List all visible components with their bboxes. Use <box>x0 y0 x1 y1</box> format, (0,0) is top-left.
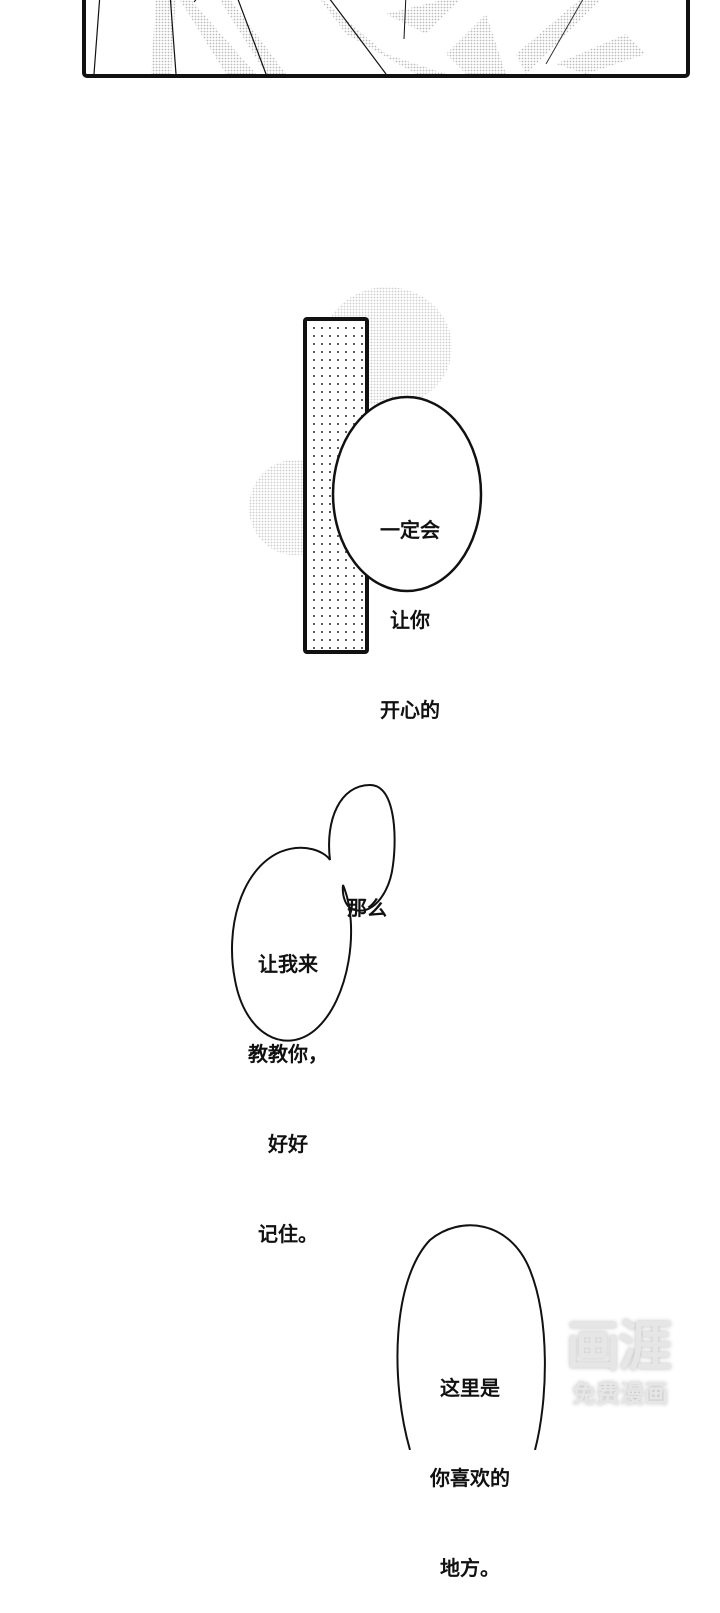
speech-bubble-oval <box>331 395 483 593</box>
manga-panel-top <box>82 0 690 78</box>
bubble-1-line-2: 让你 <box>390 608 430 632</box>
speech-bubble-joined <box>231 783 396 1042</box>
bubble-3-line-3: 好好 <box>268 1132 308 1156</box>
bubble-4-line-1: 这里是 <box>440 1376 500 1400</box>
bubble-3-line-1: 让我来 <box>258 952 318 976</box>
bubble-2-text: 那么 <box>337 833 397 953</box>
leaf-artwork <box>93 0 646 74</box>
speech-bubble-tall <box>396 1224 546 1450</box>
bubble-3-line-4: 记住。 <box>258 1222 318 1246</box>
bubble-3-text: 让我来 教教你， 好好 记住。 <box>238 889 338 1279</box>
bubble-1-line-3: 开心的 <box>380 698 440 722</box>
bubble-4-line-3: 地方。 <box>440 1556 500 1580</box>
bubble-4-text: 这里是 你喜欢的 地方。 <box>415 1313 525 1613</box>
watermark-logo: 画涯 <box>566 1315 672 1378</box>
watermark-tagline: 免费漫画 <box>572 1380 668 1408</box>
bubble-1-line-1: 一定会 <box>380 518 440 542</box>
bubble-1-text: 一定会 让你 开心的 <box>355 455 465 755</box>
bubble-2-line-1: 那么 <box>347 896 387 920</box>
bubble-4-line-2: 你喜欢的 <box>430 1466 510 1490</box>
bubble-3-line-2: 教教你， <box>248 1042 328 1066</box>
